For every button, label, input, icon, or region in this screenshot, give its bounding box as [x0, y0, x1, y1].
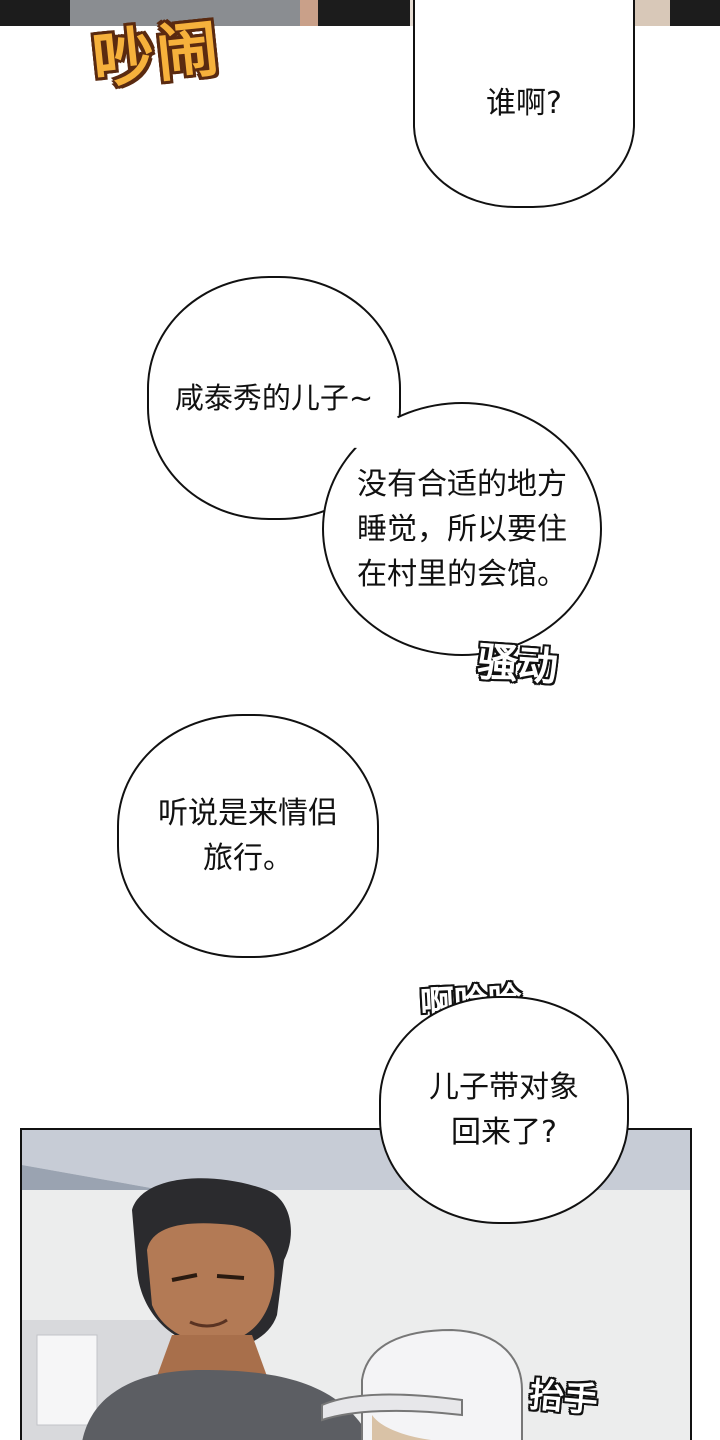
speech-bubble-who: 谁啊? [413, 0, 635, 208]
bubble-text-no-place: 没有合适的地方 睡觉，所以要住 在村里的会馆。 [357, 466, 567, 592]
sfx-stir: 骚动 [476, 639, 560, 691]
bubble-join [330, 408, 400, 448]
sfx-noisy: 吵闹 [89, 11, 225, 98]
bubble-text-who: 谁啊? [486, 85, 562, 121]
speech-bubble-bring-partner: 儿子带对象 回来了? [379, 996, 629, 1224]
bubble-text-bring-partner: 儿子带对象 回来了? [429, 1070, 579, 1150]
bubble-text-son: 咸泰秀的儿子~ [174, 380, 374, 415]
character-arm [300, 0, 318, 26]
speech-bubble-couple-trip: 听说是来情侣 旅行。 [117, 714, 379, 958]
sfx-raise-hand: 抬手 [528, 1375, 600, 1421]
bubble-text-couple-trip: 听说是来情侣 旅行。 [158, 796, 338, 876]
character-shirt [70, 0, 300, 26]
